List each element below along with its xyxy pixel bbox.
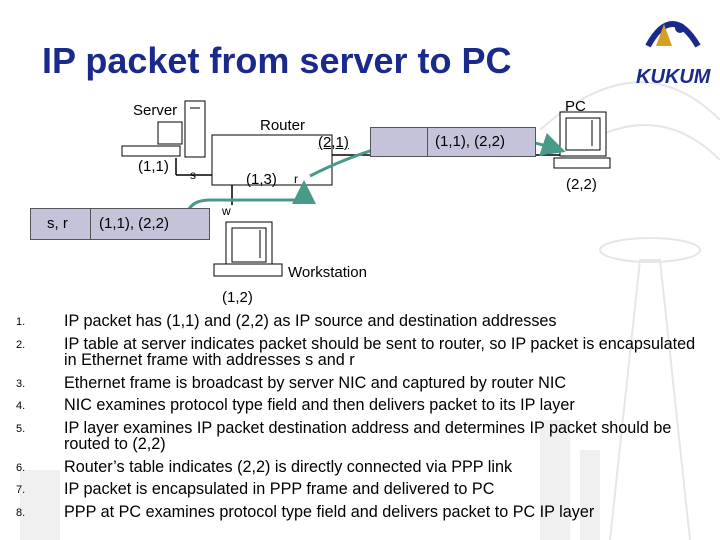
pc-computer-icon bbox=[553, 111, 611, 169]
ethernet-frame-divider bbox=[90, 208, 91, 240]
list-item: 8.PPP at PC examines protocol type field… bbox=[16, 502, 595, 521]
pc-label: PC bbox=[565, 98, 586, 115]
ethernet-frame-mac-addresses: s, r bbox=[47, 215, 68, 232]
list-item: 7.IP packet is encapsulated in PPP frame… bbox=[16, 480, 495, 498]
list-item: 5.IP layer examines IP packet destinatio… bbox=[16, 418, 672, 453]
ethernet-frame-ip-addresses: (1,1), (2,2) bbox=[99, 215, 170, 232]
pc-address-label: (2,2) bbox=[566, 176, 597, 193]
router-interface-s-label: s bbox=[190, 168, 196, 182]
kukum-logo bbox=[645, 21, 701, 48]
server-address-label: (1,1) bbox=[138, 158, 169, 175]
logo-text: KUKUM bbox=[636, 66, 711, 88]
ppp-frame: (1,1), (2,2) bbox=[370, 127, 536, 157]
workstation-label: Workstation bbox=[288, 264, 367, 281]
ethernet-frame: s, r (1,1), (2,2) bbox=[30, 208, 210, 240]
list-item: 6.Router’s table indicates (2,2) is dire… bbox=[16, 457, 513, 476]
workstation-address-label: (1,2) bbox=[222, 289, 253, 306]
list-item: 4.NIC examines protocol type field and t… bbox=[16, 396, 575, 414]
list-item: 2.IP table at server indicates packet sh… bbox=[16, 334, 696, 369]
server-computer-icon bbox=[121, 100, 206, 158]
workstation-computer-icon bbox=[213, 221, 283, 277]
router-label: Router bbox=[260, 117, 306, 134]
router-interface-r-label: r bbox=[294, 172, 298, 186]
ppp-frame-ip-addresses: (1,1), (2,2) bbox=[435, 133, 506, 150]
list-item: 3.Ethernet frame is broadcast by server … bbox=[16, 373, 567, 392]
router-address-13-label: (1,3) bbox=[246, 171, 277, 188]
server-label: Server bbox=[133, 102, 178, 119]
list-item: 1.IP packet has (1,1) and (2,2) as IP so… bbox=[16, 312, 557, 330]
router-address-21-label: (2,1) bbox=[318, 134, 349, 151]
ppp-frame-divider bbox=[427, 127, 428, 157]
router-interface-w-label: w bbox=[222, 204, 231, 218]
steps-list: 1.IP packet has (1,1) and (2,2) as IP so… bbox=[16, 313, 706, 526]
page-title: IP packet from server to PC bbox=[42, 40, 512, 81]
network-diagram bbox=[121, 100, 611, 277]
